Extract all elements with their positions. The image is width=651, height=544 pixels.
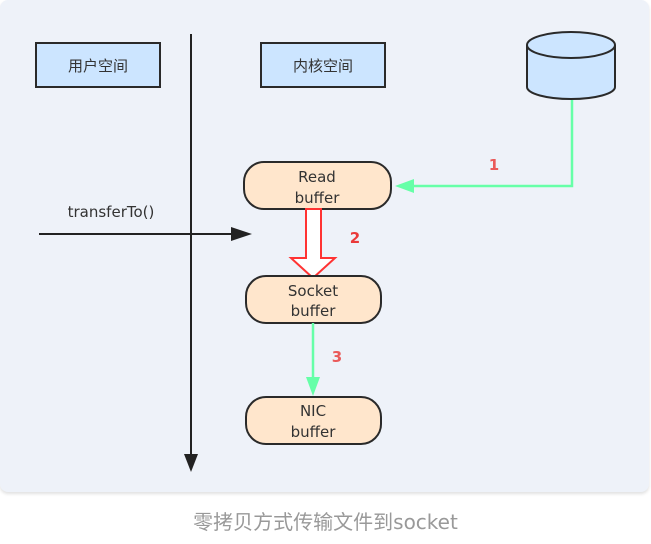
dma-arrow-disk-to-read-buffer <box>412 100 574 188</box>
nic-buffer-label-line1: NIC <box>300 402 326 420</box>
user-space-box: 用户空间 <box>35 42 161 88</box>
divider-arrowhead-icon <box>184 454 198 472</box>
nic-buffer-label-line2: buffer <box>291 423 337 441</box>
kernel-space-box: 内核空间 <box>260 42 386 88</box>
socket-buffer-label-line1: Socket <box>288 282 338 300</box>
socket-buffer-label-line2: buffer <box>291 302 337 320</box>
read-buffer-label-line1: Read <box>298 168 336 186</box>
transfer-to-arrowhead-icon <box>231 227 252 241</box>
step-2-label: 2 <box>350 229 360 247</box>
step-3-label: 3 <box>332 348 342 366</box>
dma-arrowhead-1-icon <box>395 179 414 193</box>
socket-buffer-node: Socket buffer <box>245 275 382 324</box>
figure-caption: 零拷贝方式传输文件到socket <box>193 510 458 534</box>
user-space-label: 用户空间 <box>68 57 128 75</box>
step-1-label: 1 <box>489 156 499 174</box>
disk-icon <box>526 31 616 100</box>
read-buffer-label-line2: buffer <box>295 189 341 207</box>
transfer-to-label: transferTo() <box>68 203 155 221</box>
kernel-space-label: 内核空间 <box>293 57 353 75</box>
nic-buffer-node: NIC buffer <box>245 396 382 445</box>
cpu-copy-arrow <box>288 208 338 280</box>
dma-arrowhead-3-icon <box>306 377 320 396</box>
read-buffer-node: Read buffer <box>243 161 392 210</box>
